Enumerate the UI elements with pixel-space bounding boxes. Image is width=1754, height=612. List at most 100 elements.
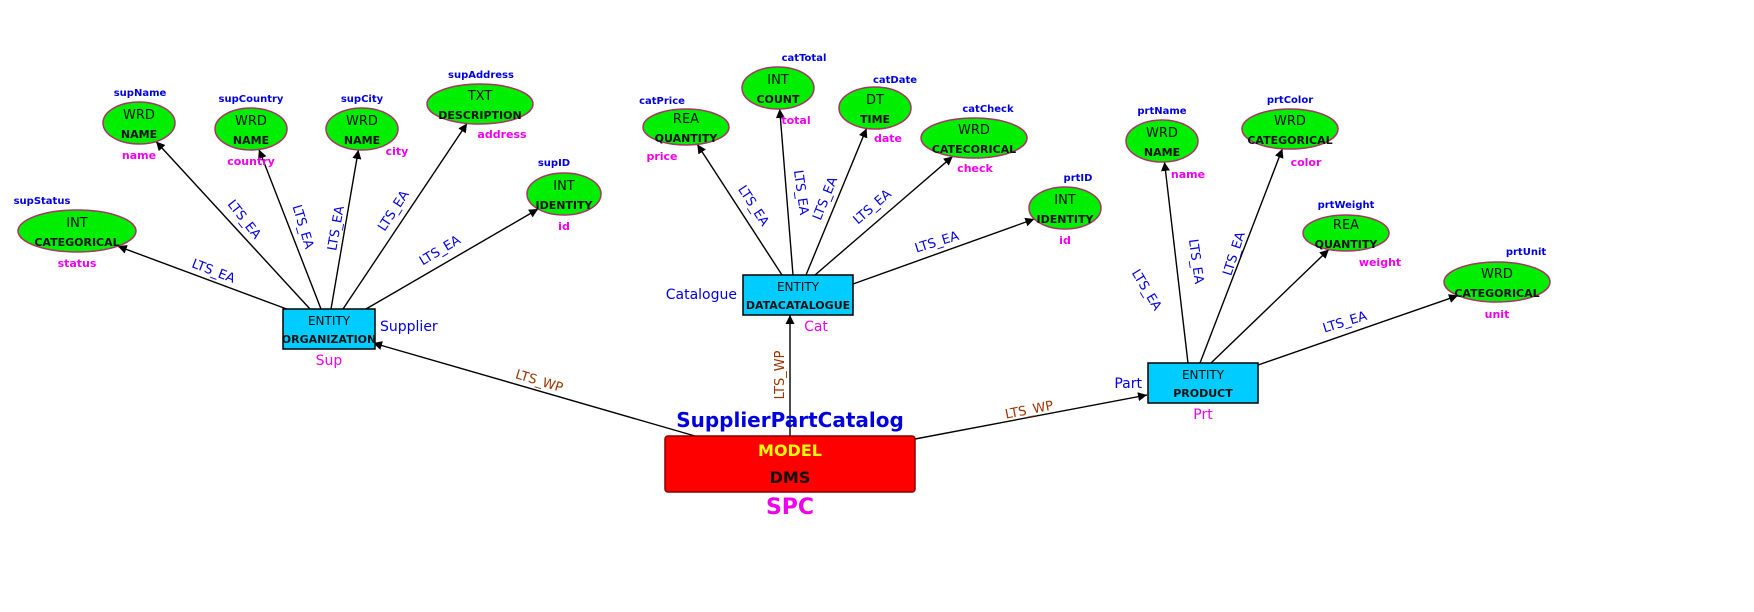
attribute-ellipse [1302, 214, 1390, 252]
attribute-subtype: NAME [121, 128, 157, 141]
model-edge-label: LTS_WP [1004, 399, 1055, 423]
attribute-edge-label: LTS_EA [224, 197, 264, 242]
attribute-node: DT TIME [838, 86, 912, 130]
model-edge-label: LTS_WP [773, 350, 788, 399]
attribute-ellipse [325, 107, 399, 151]
model-sublabel: DMS [770, 468, 811, 487]
attribute-ellipse [426, 83, 534, 125]
attribute-edge [330, 149, 362, 310]
attribute-node: TXT DESCRIPTION [426, 83, 534, 125]
attribute-name: prtWeight [1318, 200, 1375, 211]
attribute-name: prtUnit [1506, 247, 1547, 258]
attribute-type: INT [767, 73, 789, 88]
attribute-type: REA [1333, 218, 1359, 233]
entity-box [282, 308, 376, 350]
attribute-field: name [122, 149, 156, 162]
attribute-edge [117, 245, 293, 312]
attribute-edge [852, 217, 1035, 285]
attribute-subtype: CATEGORICAL [1247, 134, 1332, 147]
attribute-edge [1210, 249, 1330, 364]
attribute-subtype: TIME [860, 113, 890, 126]
attribute-edge [365, 208, 539, 310]
attribute-name: supID [538, 158, 570, 169]
attribute-type: WRD [1274, 114, 1306, 129]
attribute-subtype: DESCRIPTION [438, 109, 521, 122]
attribute-name: supCountry [219, 94, 284, 105]
attribute-node: INT IDENTITY [526, 172, 602, 216]
attribute-field: unit [1485, 308, 1510, 321]
entity-abbr: Sup [316, 353, 343, 369]
attribute-edge-label: LTS_EA [810, 175, 841, 223]
edges-layer [117, 108, 1459, 440]
entity-kind: ENTITY [1182, 368, 1225, 382]
attribute-edge-label: LTS_EA [1185, 238, 1206, 285]
attribute-type: WRD [346, 114, 378, 129]
entity-kind: ENTITY [777, 280, 820, 294]
attribute-type: WRD [123, 108, 155, 123]
attribute-field: date [874, 132, 902, 145]
attribute-name: prtID [1064, 173, 1093, 184]
attribute-name: catTotal [782, 53, 827, 64]
attribute-subtype: NAME [1144, 146, 1180, 159]
attribute-subtype: COUNT [756, 93, 800, 106]
attribute-edge-label: LTS_EA [1221, 230, 1249, 278]
entity-box [742, 274, 854, 316]
attribute-node: INT COUNT [741, 66, 815, 110]
attribute-ellipse [838, 86, 912, 130]
entity-abbr: Cat [804, 319, 828, 335]
attribute-edge [342, 123, 468, 310]
attribute-ellipse [1028, 186, 1102, 230]
attribute-field: status [58, 257, 97, 270]
entity-type: DATACATALOGUE [746, 299, 850, 312]
attribute-name: supStatus [14, 196, 71, 207]
attribute-subtype: IDENTITY [535, 199, 593, 212]
attribute-subtype: QUANTITY [655, 132, 719, 145]
attribute-field: address [477, 128, 527, 141]
attribute-subtype: CATECORICAL [932, 143, 1016, 156]
attribute-ellipse [17, 209, 137, 253]
model-label: MODEL [758, 441, 822, 460]
attribute-node: WRD NAME [325, 107, 399, 151]
attribute-subtype: NAME [344, 134, 380, 147]
attribute-field: weight [1359, 256, 1401, 269]
attribute-ellipse [642, 108, 730, 146]
attribute-edge [155, 141, 311, 310]
attribute-name: catPrice [639, 96, 685, 107]
attribute-node: WRD NAME [102, 101, 176, 145]
attribute-edge-label: LTS_EA [289, 203, 317, 251]
attribute-edge-label: LTS_EA [375, 188, 412, 234]
attribute-edge [1161, 161, 1189, 364]
model-edge [372, 341, 696, 437]
attribute-edge-label: LTS_EA [1128, 267, 1164, 314]
entity-node: ENTITY DATACATALOGUE [742, 274, 854, 316]
attribute-edge [1257, 294, 1459, 366]
attribute-type: INT [553, 179, 575, 194]
attribute-name: supAddress [448, 70, 514, 81]
attribute-field: check [957, 162, 993, 175]
attribute-name: catCheck [962, 104, 1014, 115]
entity-name: Part [1114, 376, 1142, 392]
attribute-name: prtName [1137, 106, 1186, 117]
attribute-edge [775, 108, 794, 276]
attribute-type: WRD [235, 114, 267, 129]
attribute-type: DT [866, 93, 884, 108]
attribute-field: id [1059, 234, 1071, 247]
attribute-edge-label: LTS_EA [913, 229, 961, 257]
attribute-type: TXT [467, 89, 493, 104]
attribute-edge-label: LTS_EA [734, 183, 771, 229]
model-edge [914, 392, 1148, 440]
attribute-ellipse [214, 107, 288, 151]
entity-name: Supplier [380, 319, 438, 335]
attribute-ellipse [1241, 108, 1339, 150]
attribute-edge [1199, 148, 1284, 364]
entity-name: Catalogue [666, 287, 737, 303]
attribute-name: prtColor [1267, 95, 1313, 106]
attribute-node: WRD CATECORICAL [920, 117, 1028, 159]
attribute-type: WRD [958, 123, 990, 138]
attribute-field: total [781, 114, 810, 127]
